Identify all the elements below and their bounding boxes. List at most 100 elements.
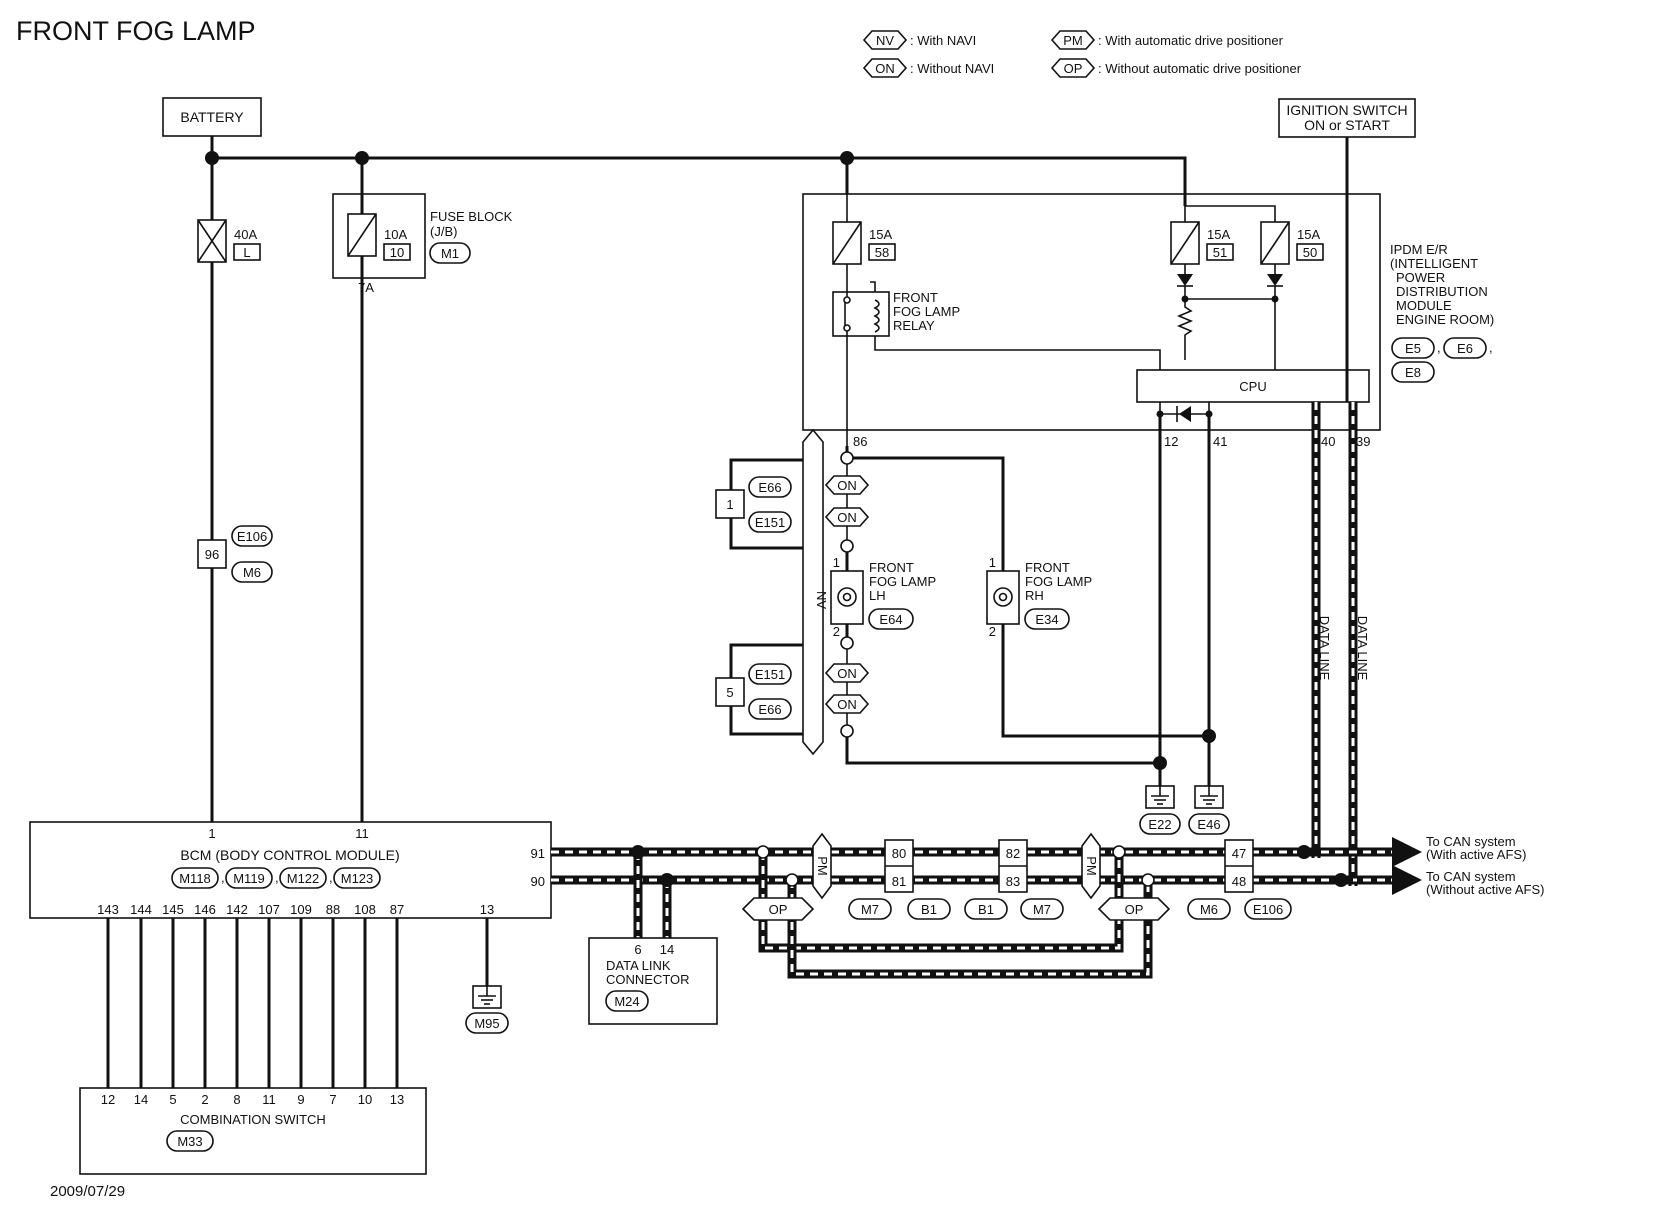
legend: NV : With NAVI ON : Without NAVI PM : Wi… xyxy=(862,30,1302,78)
legend-desc-pm: : With automatic drive positioner xyxy=(1098,33,1284,48)
svg-text:POWER: POWER xyxy=(1396,270,1445,285)
terminal-circle xyxy=(785,873,799,887)
svg-text:6: 6 xyxy=(634,942,641,957)
svg-text:E151: E151 xyxy=(755,515,785,530)
legend-tag-pm: PM xyxy=(1050,30,1096,50)
svg-text:,: , xyxy=(275,870,279,885)
svg-text:,: , xyxy=(1437,340,1441,355)
svg-text:M118: M118 xyxy=(179,871,211,886)
svg-text:5: 5 xyxy=(726,685,733,700)
svg-text:DATA LINE: DATA LINE xyxy=(1317,616,1332,681)
can-out-1-line1: To CAN system xyxy=(1426,834,1516,849)
svg-text:10: 10 xyxy=(390,245,404,260)
ground-m95: M95 xyxy=(465,985,509,1034)
svg-text:40: 40 xyxy=(1321,434,1335,449)
legend-tag-nv: NV xyxy=(862,30,908,50)
legend-desc-op: : Without automatic drive positioner xyxy=(1098,61,1302,76)
svg-text:PM: PM xyxy=(1063,33,1083,48)
on-tag: ON xyxy=(824,663,870,683)
svg-text:1: 1 xyxy=(726,497,733,512)
svg-text:11: 11 xyxy=(262,1092,276,1107)
svg-text:E106: E106 xyxy=(1253,902,1283,917)
svg-text:DATA LINK: DATA LINK xyxy=(606,958,671,973)
svg-text:40A: 40A xyxy=(234,227,257,242)
battery-bus-wire xyxy=(210,136,1187,206)
svg-text:81: 81 xyxy=(892,874,906,889)
junction-dot xyxy=(660,873,674,887)
svg-text:1: 1 xyxy=(833,555,840,570)
terminal-circle xyxy=(840,539,854,553)
svg-text:FRONT: FRONT xyxy=(893,290,938,305)
on-tag: ON xyxy=(824,507,870,527)
svg-text:13: 13 xyxy=(480,902,494,917)
svg-text:BCM (BODY CONTROL MODULE): BCM (BODY CONTROL MODULE) xyxy=(180,847,399,863)
svg-text:9: 9 xyxy=(297,1092,304,1107)
legend-desc-nv: : With NAVI xyxy=(910,33,976,48)
svg-text:2: 2 xyxy=(989,624,996,639)
svg-text:OP: OP xyxy=(769,902,788,917)
svg-text:CPU: CPU xyxy=(1239,379,1266,394)
svg-text:5: 5 xyxy=(169,1092,176,1107)
svg-text:FUSE BLOCK: FUSE BLOCK xyxy=(430,209,513,224)
svg-text:E5: E5 xyxy=(1405,341,1421,356)
junction-dot xyxy=(631,845,645,859)
can-connector-82-83: 82 83 B1 M7 xyxy=(964,839,1064,920)
svg-text:146: 146 xyxy=(194,902,216,917)
svg-text:ENGINE ROOM): ENGINE ROOM) xyxy=(1396,312,1494,327)
can-connector-47-48: 47 48 M6 E106 xyxy=(1187,839,1292,920)
svg-text:RELAY: RELAY xyxy=(893,318,935,333)
svg-text:E8: E8 xyxy=(1405,365,1421,380)
svg-text:DATA LINE: DATA LINE xyxy=(1355,616,1370,681)
svg-text:ON: ON xyxy=(875,61,895,76)
svg-text:BATTERY: BATTERY xyxy=(180,109,244,125)
svg-text:2: 2 xyxy=(201,1092,208,1107)
svg-text:LH: LH xyxy=(869,588,886,603)
relay-coil-icon xyxy=(873,299,880,333)
svg-text:L: L xyxy=(243,245,250,260)
svg-text:CONNECTOR: CONNECTOR xyxy=(606,972,690,987)
svg-text:7: 7 xyxy=(329,1092,336,1107)
wire-lh-ground xyxy=(845,733,1160,765)
svg-text:IPDM E/R: IPDM E/R xyxy=(1390,242,1448,257)
svg-text:COMBINATION SWITCH: COMBINATION SWITCH xyxy=(180,1112,326,1127)
page-title: FRONT FOG LAMP xyxy=(16,16,256,46)
on-tag: ON xyxy=(824,475,870,495)
svg-text:14: 14 xyxy=(134,1092,148,1107)
bcm-combination-switch-wires xyxy=(106,918,399,1088)
battery: BATTERY xyxy=(162,97,262,137)
svg-text:12: 12 xyxy=(101,1092,115,1107)
svg-text:M6: M6 xyxy=(1200,902,1218,917)
svg-text:MODULE: MODULE xyxy=(1396,298,1452,313)
op-tag-1: OP xyxy=(741,897,815,921)
svg-text:B1: B1 xyxy=(921,902,937,917)
svg-text:E22: E22 xyxy=(1148,817,1171,832)
svg-text:10: 10 xyxy=(358,1092,372,1107)
svg-text:39: 39 xyxy=(1356,434,1370,449)
svg-text:ON: ON xyxy=(837,666,857,681)
junction-dot xyxy=(1153,756,1167,770)
inline-connector-96: 96 E106 M6 xyxy=(197,525,273,583)
diode-icon xyxy=(1177,274,1193,286)
svg-text:108: 108 xyxy=(354,902,376,917)
svg-text:E6: E6 xyxy=(1457,341,1473,356)
svg-text:M119: M119 xyxy=(233,871,265,886)
svg-text:M7: M7 xyxy=(861,902,879,917)
svg-text:PM: PM xyxy=(1084,856,1099,876)
svg-text:107: 107 xyxy=(258,902,280,917)
svg-text:(J/B): (J/B) xyxy=(430,224,457,239)
svg-text:50: 50 xyxy=(1303,245,1317,260)
svg-text:FRONT: FRONT xyxy=(1025,560,1070,575)
svg-text:41: 41 xyxy=(1213,434,1227,449)
ipdm-er: 15A 58 15A 51 15A 50 xyxy=(802,193,1494,449)
svg-text:NV: NV xyxy=(876,33,894,48)
svg-text:,: , xyxy=(1489,340,1493,355)
terminal-circle xyxy=(1141,873,1155,887)
ground-e22: E22 xyxy=(1139,785,1181,835)
svg-text:E106: E106 xyxy=(237,529,267,544)
ground-e46: E46 xyxy=(1188,785,1230,835)
pm-tag-2: PM xyxy=(1081,832,1101,900)
svg-text:FOG LAMP: FOG LAMP xyxy=(1025,574,1092,589)
svg-text:51: 51 xyxy=(1213,245,1227,260)
svg-text:E64: E64 xyxy=(879,612,902,627)
